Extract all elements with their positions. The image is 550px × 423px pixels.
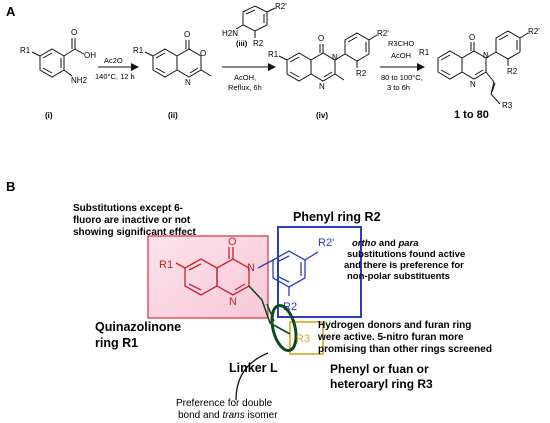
r3-note-line2: were active. 5-nitro furan more (317, 332, 464, 343)
region-r1-box (147, 235, 269, 319)
label-product: 1 to 80 (454, 109, 489, 121)
atom-o-b: O (228, 236, 237, 248)
atom-r1-i: R1 (20, 46, 31, 55)
compound-ii (144, 40, 212, 78)
product-double-bond (491, 82, 496, 93)
panel-a-letter: A (6, 4, 16, 19)
atom-oh-i: OH (84, 51, 96, 60)
r2-note-line2: substitutions found active (347, 249, 465, 260)
atom-r2-product: R2 (507, 67, 518, 76)
label-i: (i) (45, 111, 53, 120)
atom-n1-b: N (229, 296, 237, 308)
step3-reagent1: R3CHO (388, 39, 414, 48)
r1-note-line3: showing significant effect (73, 227, 196, 238)
atom-h2n-iii: H2N (222, 29, 238, 38)
linker-callout-line (235, 352, 269, 401)
r1-title-line2: ring R1 (95, 336, 138, 350)
linker-note-line2: bond and trans isomer (178, 410, 278, 421)
atom-r3-product: R3 (502, 101, 513, 110)
atom-n-ii: N (185, 78, 191, 87)
r2-note-line4: non-polar substituents (347, 271, 450, 282)
atom-r2p-b: R2' (318, 237, 334, 249)
atom-o-ii-carbonyl: O (184, 30, 190, 39)
atom-nh2-i: NH2 (71, 76, 88, 85)
atom-n1-product: N (470, 80, 476, 89)
step3-conditions1: 80 to 100°C, (381, 73, 423, 82)
atom-n3-b: N (247, 262, 255, 274)
phenyl-structure (257, 250, 319, 296)
region-r3-box (289, 321, 324, 355)
step3-conditions2: 3 to 6h (387, 83, 410, 92)
label-iii: (iii) (236, 39, 248, 48)
atom-r3-b: R3 (296, 333, 310, 345)
region-r2-box (277, 226, 362, 318)
r3-title-line1: Phenyl or fuan or (330, 362, 429, 376)
atom-o-product: O (469, 33, 475, 42)
step3-reagent2: AcOH (391, 51, 411, 60)
compound-i (31, 38, 85, 78)
atom-r2-iii: R2 (253, 39, 264, 48)
atom-r1-b: R1 (159, 259, 173, 271)
step2-conditions: Reflux, 6h (228, 83, 262, 92)
label-ii: (ii) (168, 111, 178, 120)
step2-reagent: AcOH, (234, 73, 256, 82)
atom-o-i: O (71, 28, 77, 37)
r2-note-line3: and there is preference for (344, 260, 464, 271)
atom-o-iv: O (318, 34, 324, 43)
panel-b-letter: B (6, 179, 15, 194)
r1-note-line1: Substitutions except 6- (73, 203, 183, 214)
linker-title: Linker L (229, 361, 278, 375)
atom-n1-iv: N (319, 82, 325, 91)
r2-title: Phenyl ring R2 (293, 210, 381, 224)
r1-title-line1: Quinazolinone (95, 320, 181, 334)
label-iv: (iv) (316, 111, 328, 120)
atom-r1-product: R1 (419, 48, 430, 57)
atom-r2p-iii: R2' (275, 2, 287, 11)
atom-n3-product: N (483, 51, 489, 60)
atom-r2p-iv: R2' (377, 29, 389, 38)
r1-note-line2: fluoro are inactive or not (73, 215, 191, 226)
product-structure (437, 30, 529, 105)
r2-note-line1: ortho and para (352, 238, 419, 249)
reagent-iii (235, 5, 276, 38)
step1-conditions: 140°C, 12 h (95, 72, 135, 81)
linker-note-line1: Preference for double (176, 398, 273, 409)
step1-reagent: Ac2O (104, 56, 123, 65)
atom-r2-iv: R2 (356, 69, 367, 78)
atom-r2p-product: R2' (528, 27, 540, 36)
r3-note-line1: Hydrogen donors and furan ring (318, 320, 471, 331)
atom-r1-ii: R1 (133, 46, 144, 55)
atom-o-ii-ring: O (200, 49, 206, 58)
atom-r1-iv: R1 (268, 50, 279, 59)
linker-ellipse (270, 304, 298, 352)
r3-note-line3: promising than other rings screened (318, 344, 492, 355)
r3-title-line2: heteroaryl ring R3 (330, 377, 433, 391)
compound-iv (278, 32, 378, 82)
atom-n3-iv: N (332, 53, 338, 62)
